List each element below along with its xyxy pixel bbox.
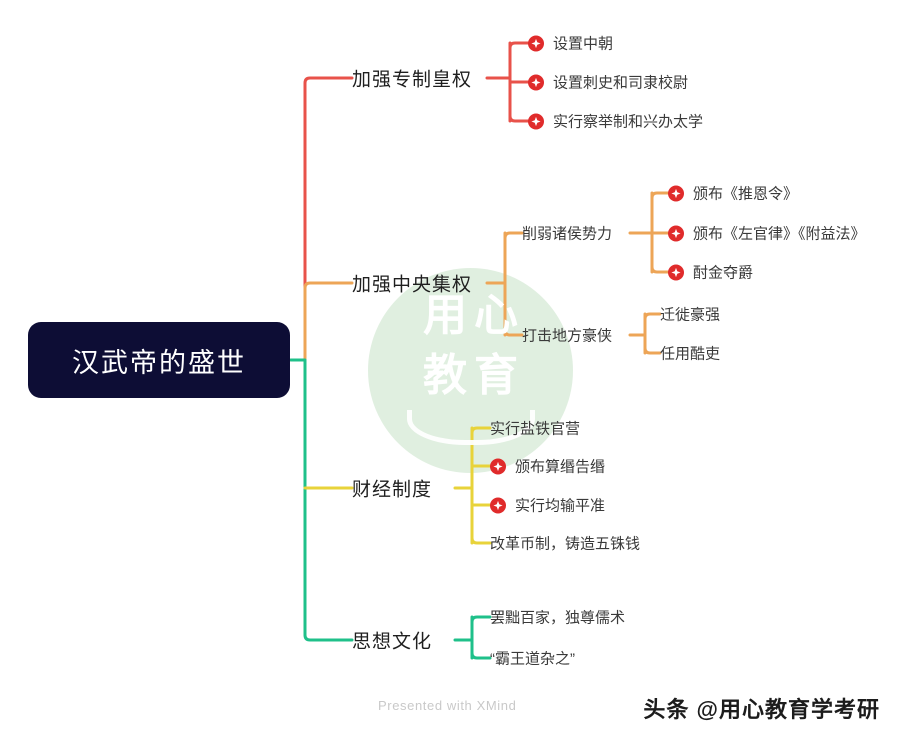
branch-2-child-2-sub-2[interactable]: 任用酷吏 — [660, 343, 720, 364]
branch-4-child-1[interactable]: 罢黜百家，独尊儒术 — [490, 607, 625, 628]
branch-1-child-2[interactable]: 设置刺史和司隶校尉 — [528, 72, 688, 93]
branch-label-4: 思想文化 — [352, 631, 433, 653]
branch-node-2[interactable]: 加强中央集权 — [352, 270, 472, 297]
star-badge-icon — [528, 74, 544, 90]
branch-3-child-4[interactable]: 改革币制，铸造五铢钱 — [490, 533, 640, 554]
branch-1-child-3[interactable]: 实行察举制和兴办太学 — [528, 111, 703, 132]
branch-2-child-1-sub-3-label: 酎金夺爵 — [693, 264, 754, 282]
branch-label-1: 加强专制皇权 — [352, 69, 473, 91]
star-badge-icon — [668, 264, 684, 280]
branch-2-child-2-sub-1-label: 迁徙豪强 — [660, 306, 721, 324]
branch-3-child-1-label: 实行盐铁官营 — [490, 420, 581, 438]
branch-node-3[interactable]: 财经制度 — [352, 475, 432, 502]
branch-2-child-2-sub-1[interactable]: 迁徙豪强 — [660, 304, 720, 325]
branch-3-child-2[interactable]: 颁布算缗告缗 — [490, 456, 605, 477]
branch-4-child-2[interactable]: “霸王道杂之” — [490, 648, 575, 669]
branch-2-child-1-sub-1-label: 颁布《推恩令》 — [693, 185, 799, 203]
branch-2-child-1-label: 削弱诸侯势力 — [522, 225, 613, 243]
branch-3-child-3-label: 实行均输平准 — [515, 497, 606, 515]
star-badge-icon — [528, 113, 544, 129]
root-node[interactable]: 汉武帝的盛世 — [28, 322, 290, 398]
xmind-credit: Presented with XMind — [378, 698, 517, 713]
watermark-circle — [368, 268, 573, 473]
star-badge-icon — [528, 35, 544, 51]
branch-2-child-1-sub-2[interactable]: 颁布《左官律》《附益法》 — [668, 223, 866, 244]
branch-label-2: 加强中央集权 — [352, 274, 473, 296]
branch-3-child-1[interactable]: 实行盐铁官营 — [490, 418, 580, 439]
star-badge-icon — [668, 185, 684, 201]
branch-1-child-1-label: 设置中朝 — [553, 35, 614, 53]
branch-2-child-1[interactable]: 削弱诸侯势力 — [522, 223, 612, 244]
branch-node-1[interactable]: 加强专制皇权 — [352, 65, 472, 92]
branch-4-child-2-label: “霸王道杂之” — [490, 650, 575, 668]
star-badge-icon — [490, 458, 506, 474]
branch-2-child-1-sub-2-label: 颁布《左官律》《附益法》 — [693, 225, 866, 243]
star-badge-icon — [490, 497, 506, 513]
branch-2-child-2-sub-2-label: 任用酷吏 — [660, 345, 721, 363]
branch-2-child-2[interactable]: 打击地方豪侠 — [522, 325, 612, 346]
brand-watermark: 头条 @用心教育学考研 — [643, 697, 880, 722]
branch-node-4[interactable]: 思想文化 — [352, 627, 432, 654]
branch-2-child-1-sub-3[interactable]: 酎金夺爵 — [668, 262, 753, 283]
root-node-label: 汉武帝的盛世 — [72, 347, 246, 378]
branch-4-child-1-label: 罢黜百家，独尊儒术 — [490, 609, 626, 627]
branch-1-child-2-label: 设置刺史和司隶校尉 — [553, 74, 689, 92]
branch-1-child-3-label: 实行察举制和兴办太学 — [553, 113, 704, 131]
branch-label-3: 财经制度 — [352, 479, 433, 501]
star-badge-icon — [668, 225, 684, 241]
branch-2-child-1-sub-1[interactable]: 颁布《推恩令》 — [668, 183, 798, 204]
branch-2-child-2-label: 打击地方豪侠 — [522, 327, 613, 345]
branch-3-child-3[interactable]: 实行均输平准 — [490, 495, 605, 516]
branch-3-child-4-label: 改革币制，铸造五铢钱 — [490, 535, 641, 553]
branch-3-child-2-label: 颁布算缗告缗 — [515, 458, 606, 476]
branch-1-child-1[interactable]: 设置中朝 — [528, 33, 613, 54]
